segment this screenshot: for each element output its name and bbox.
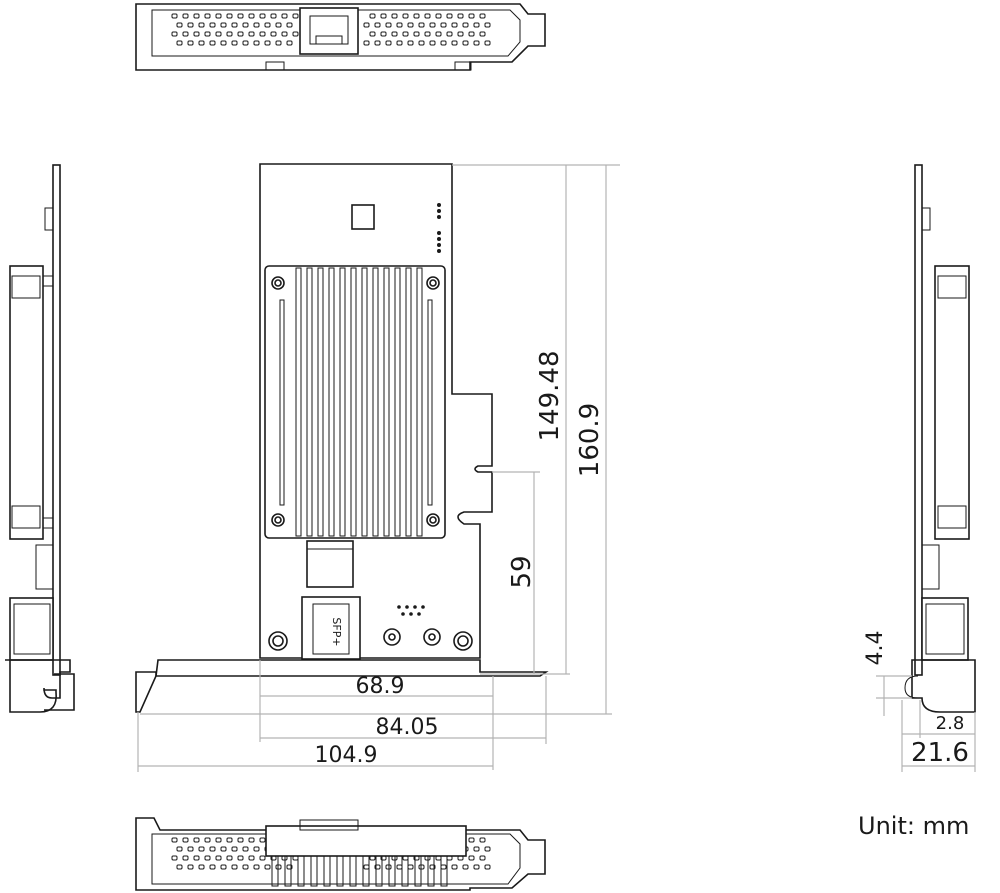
dim-68-9: 68.9 — [356, 674, 405, 699]
dim-149-48: 149.48 — [535, 351, 565, 442]
component-pads — [397, 605, 425, 616]
dimension-lines — [137, 164, 976, 772]
heatsink-fins — [271, 855, 448, 887]
heatsink — [264, 265, 446, 539]
dimension-labels: 149.48 160.9 59 68.9 84.05 104.9 4.4 2.8… — [315, 351, 969, 768]
bottom-view — [135, 817, 546, 891]
dim-21-6: 21.6 — [911, 738, 969, 768]
chip — [351, 204, 375, 230]
top-view — [135, 3, 546, 71]
led-column — [437, 203, 441, 253]
dim-2-8: 2.8 — [936, 713, 965, 734]
left-side-view — [5, 164, 75, 713]
vent-holes — [171, 13, 491, 46]
dim-4-4: 4.4 — [863, 631, 888, 666]
cable-connector — [306, 540, 354, 588]
sfp-label: SFP+ — [330, 617, 343, 646]
dim-84-05: 84.05 — [376, 715, 439, 740]
sfp-cage — [301, 596, 361, 660]
units-label: Unit: mm — [858, 812, 970, 840]
front-view: SFP+ — [135, 163, 549, 713]
heatsink-fins — [279, 267, 433, 537]
dim-160-9: 160.9 — [575, 403, 605, 477]
dim-104-9: 104.9 — [315, 743, 378, 768]
dim-59: 59 — [507, 555, 537, 588]
right-side-view — [904, 164, 976, 713]
rj45-port — [299, 7, 359, 55]
